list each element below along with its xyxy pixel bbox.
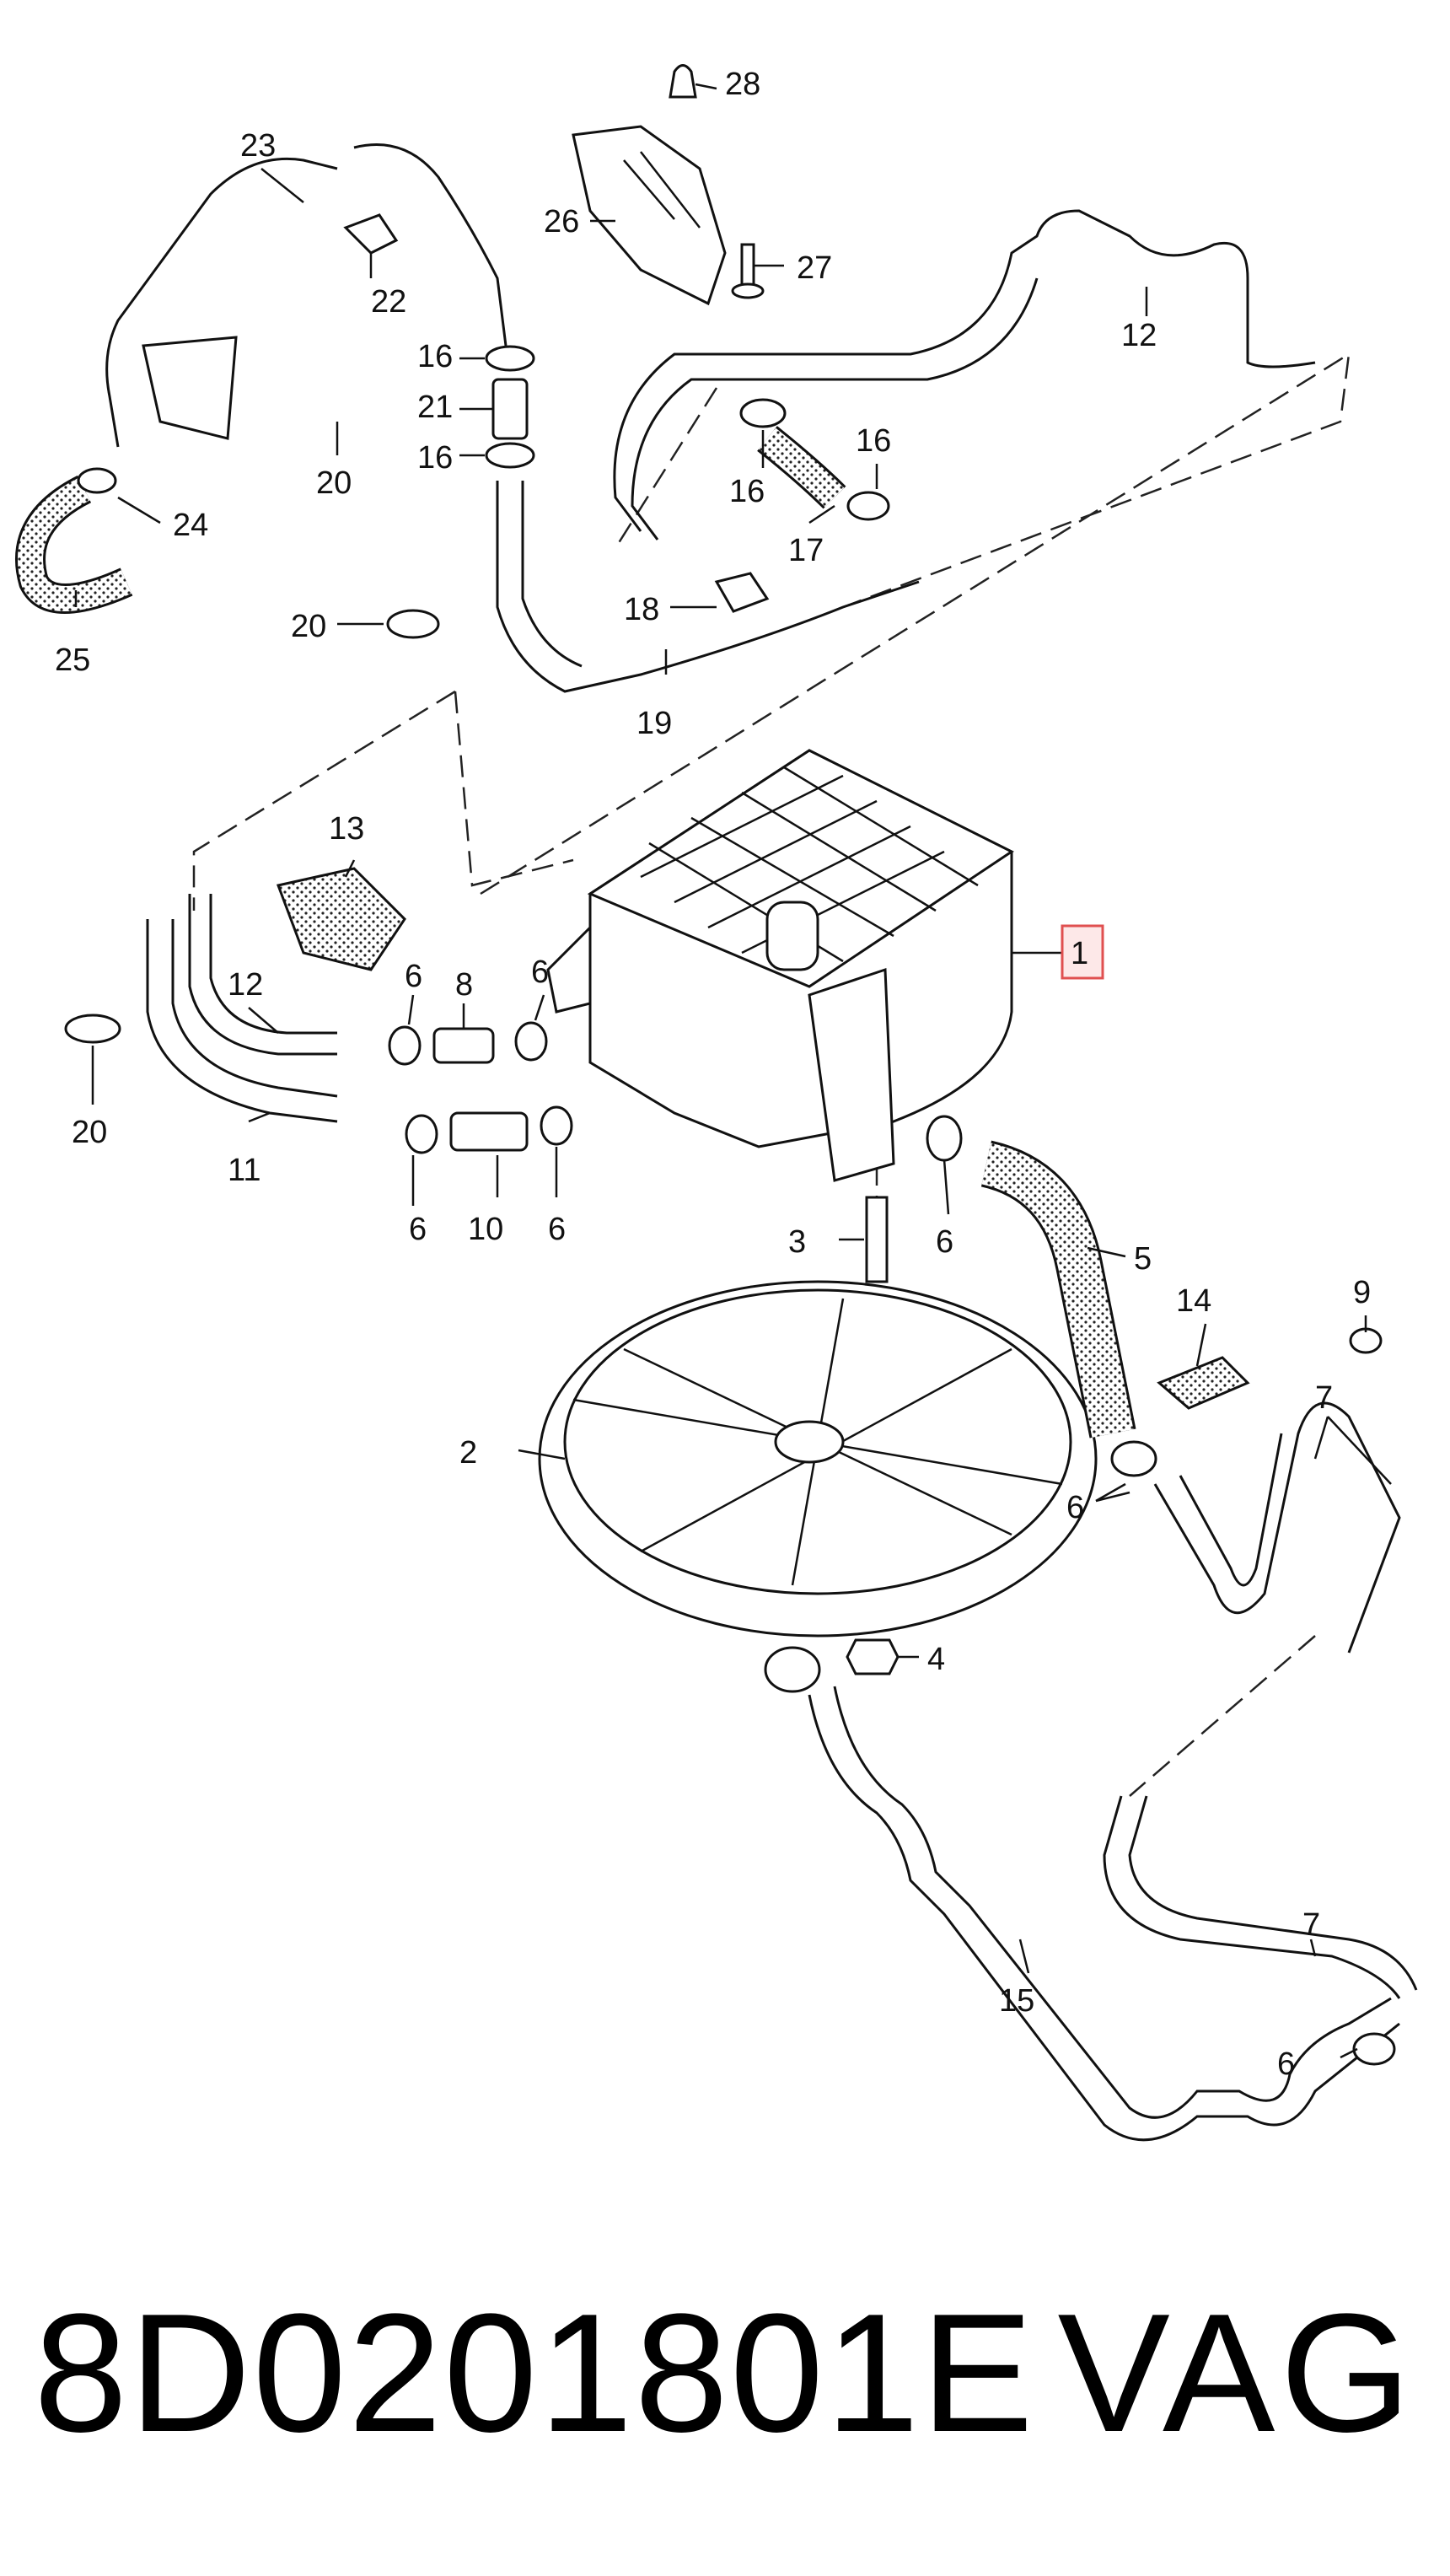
clamp-6-bottom — [1352, 2032, 1396, 2066]
stud-3 — [865, 1196, 889, 1283]
clip-28 — [669, 64, 697, 99]
hose-17 — [757, 426, 846, 509]
pad-14 — [1157, 1356, 1250, 1410]
parts-diagram: 1 2 3 4 5 6 6 6 6 6 6 6 7 7 8 9 10 11 12… — [15, 64, 1418, 2142]
callout-23[interactable]: 23 — [240, 128, 276, 164]
clamp-16-mid — [485, 442, 535, 469]
clamps-6-right — [926, 1115, 1157, 1477]
clamp-16-top — [485, 345, 535, 372]
clip-9 — [1349, 1327, 1383, 1354]
hose-7-lower — [1103, 1795, 1418, 1999]
clamp-20-left — [386, 609, 440, 639]
nut-4 — [846, 1638, 900, 1675]
callout-9[interactable]: 9 — [1353, 1275, 1371, 1310]
connector-8 — [432, 1027, 495, 1064]
callout-4[interactable]: 4 — [927, 1642, 945, 1677]
highlight-box-1 — [1061, 924, 1104, 980]
callout-16-b[interactable]: 16 — [417, 440, 453, 476]
callout-20-c[interactable]: 20 — [72, 1115, 107, 1150]
callout-15[interactable]: 15 — [999, 1983, 1034, 2019]
hose-15 — [764, 1646, 1400, 2142]
callout-2[interactable]: 2 — [459, 1435, 477, 1471]
footer: 8D0201801E VAG — [34, 2277, 1416, 2471]
callout-8[interactable]: 8 — [455, 967, 473, 1003]
callout-17[interactable]: 17 — [788, 533, 824, 568]
callout-7-b[interactable]: 7 — [1302, 1907, 1320, 1943]
callout-16-c[interactable]: 16 — [729, 474, 765, 509]
hose-12-top — [613, 209, 1316, 540]
callout-14[interactable]: 14 — [1176, 1283, 1211, 1319]
callout-16-a[interactable]: 16 — [417, 339, 453, 374]
leader-lines — [74, 83, 1392, 2059]
hose-5 — [980, 1140, 1136, 1439]
base-plate-2 — [538, 1280, 1098, 1638]
callout-20-b[interactable]: 20 — [291, 609, 326, 644]
part-number: 8D0201801E — [34, 2279, 1035, 2467]
brand-name: VAG — [1057, 2279, 1416, 2467]
callout-25[interactable]: 25 — [55, 643, 90, 678]
callout-16-d[interactable]: 16 — [856, 423, 891, 459]
callout-24[interactable]: 24 — [173, 508, 208, 543]
callout-3[interactable]: 3 — [788, 1224, 806, 1260]
clamp-20-bottom — [64, 1014, 121, 1044]
callout-12-a[interactable]: 12 — [228, 967, 263, 1003]
callout-6-c[interactable]: 6 — [409, 1212, 427, 1247]
clamp-24 — [77, 467, 117, 494]
callout-11[interactable]: 11 — [228, 1153, 260, 1188]
callout-28[interactable]: 28 — [725, 67, 760, 102]
callout-6-f[interactable]: 6 — [1066, 1490, 1084, 1525]
tank-1 — [546, 749, 1014, 1182]
callout-5[interactable]: 5 — [1134, 1241, 1152, 1277]
callout-27[interactable]: 27 — [797, 250, 832, 286]
callout-21[interactable]: 21 — [417, 390, 453, 425]
hose-25 — [15, 475, 133, 614]
callout-12-b[interactable]: 12 — [1121, 318, 1157, 353]
hose-23 — [105, 143, 508, 448]
connector-10 — [449, 1111, 529, 1152]
callout-6-a[interactable]: 6 — [405, 959, 422, 994]
clip-18 — [714, 572, 770, 613]
callout-26[interactable]: 26 — [544, 204, 579, 239]
callout-6-d[interactable]: 6 — [548, 1212, 566, 1247]
clamp-16-right — [739, 398, 890, 521]
screw-27 — [731, 243, 765, 299]
callout-20-a[interactable]: 20 — [316, 465, 352, 501]
hose-19 — [496, 481, 920, 693]
clamps-6-left — [388, 1021, 573, 1154]
callout-6-g[interactable]: 6 — [1277, 2046, 1295, 2082]
callout-22[interactable]: 22 — [371, 284, 406, 320]
callout-6-e[interactable]: 6 — [936, 1224, 953, 1260]
clip-22 — [343, 213, 399, 255]
pad-13 — [276, 867, 406, 971]
hose-12-left — [188, 894, 337, 1056]
bracket-26 — [572, 125, 727, 306]
callout-labels: 1 2 3 4 5 6 6 6 6 6 6 6 7 7 8 9 10 11 12… — [55, 67, 1371, 2082]
callout-7-a[interactable]: 7 — [1315, 1380, 1333, 1416]
callout-19[interactable]: 19 — [636, 706, 672, 741]
callout-13[interactable]: 13 — [329, 811, 364, 847]
callout-18[interactable]: 18 — [624, 592, 659, 627]
callout-6-b[interactable]: 6 — [531, 955, 549, 990]
hose-11 — [146, 919, 338, 1123]
callout-1[interactable]: 1 — [1071, 936, 1088, 971]
connector-21 — [491, 378, 529, 440]
hose-7-upper — [1153, 1401, 1401, 1654]
callout-10[interactable]: 10 — [468, 1212, 503, 1247]
